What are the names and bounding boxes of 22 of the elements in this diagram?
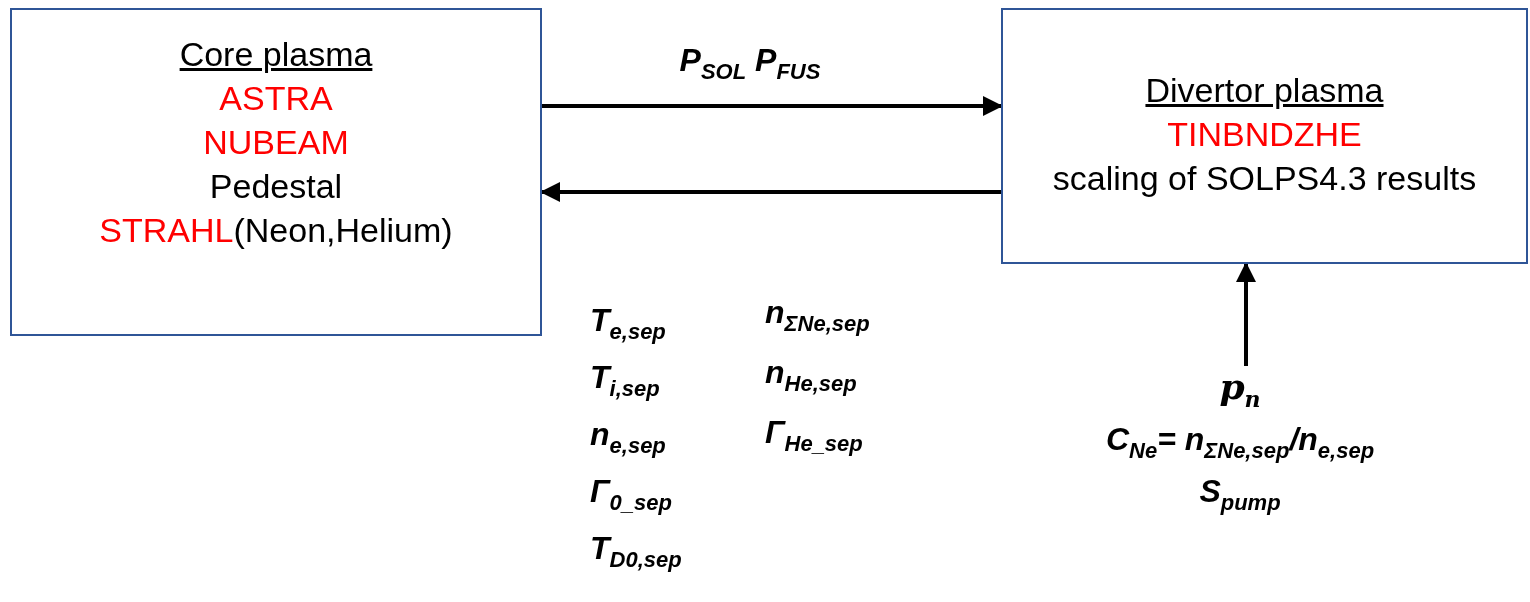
process-box <box>1001 8 1528 264</box>
parameter-label: T$_{i,sep}$ <box>590 358 660 403</box>
code-name: TINBNDZHE <box>1167 114 1362 155</box>
description: scaling of SOLPS4.3 results <box>1052 158 1477 199</box>
edge-label: P$_{SOL}$ P$_{FUS}$ <box>678 41 822 86</box>
code-name: STRAHL(Neon,Helium) <box>99 210 453 251</box>
heading: Core plasma <box>179 34 373 75</box>
process-box <box>10 8 542 336</box>
code-name: NUBEAM <box>203 122 349 163</box>
parameter-label: T$_{e,sep}$ <box>590 301 666 346</box>
formula: C$_{Ne}$= n$_{ΣNe,sep}$/n$_{e,sep}$ <box>1105 420 1375 465</box>
heading: Divertor plasma <box>1145 70 1384 111</box>
parameter-label: n$_{e,sep}$ <box>590 415 666 460</box>
parameter-label: Γ$_{0_sep}$ <box>590 472 672 517</box>
parameter-label: n$_{ΣNe,sep}$ <box>765 293 870 338</box>
parameter-label: n$_{He,sep}$ <box>765 353 857 398</box>
component-label: Pedestal <box>209 166 343 207</box>
code-name: ASTRA <box>219 78 333 119</box>
formula: S$_{pump}$ <box>1199 472 1281 517</box>
formula: p$_{n}$ <box>1219 366 1261 414</box>
parameter-label: Γ$_{He_sep}$ <box>765 413 863 458</box>
parameter-label: T$_{D0,sep}$ <box>590 529 682 574</box>
